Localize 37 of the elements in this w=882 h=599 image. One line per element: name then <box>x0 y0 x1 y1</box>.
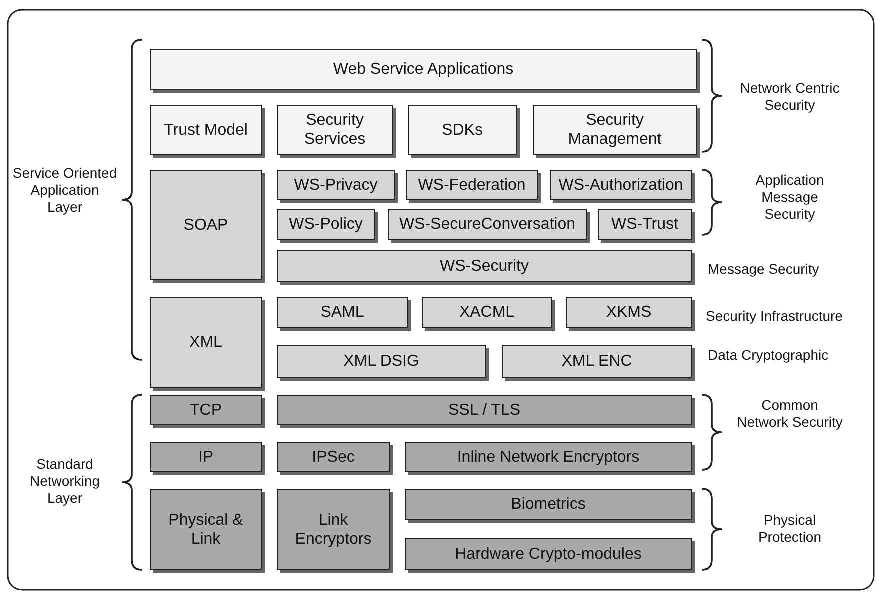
layer-label: Standard Networking Layer <box>28 456 102 507</box>
layer-box: TCP <box>150 395 262 425</box>
layer-box: Hardware Crypto-modules <box>405 538 692 570</box>
layer-box: WS-Privacy <box>277 170 395 200</box>
layer-box: XKMS <box>566 297 692 328</box>
layer-box: WS-Trust <box>598 209 692 240</box>
bracket-label: Security Infrastructure <box>706 308 844 325</box>
layer-box: IPSec <box>277 442 390 472</box>
layer-label: Service Oriented Application Layer <box>12 165 118 216</box>
layer-box: Web Service Applications <box>150 49 697 90</box>
bracket-label: Common Network Security <box>736 397 844 431</box>
layer-box: Security Services <box>277 105 393 155</box>
bracket-label: Message Security <box>708 261 820 278</box>
layer-box: WS-Policy <box>277 209 375 240</box>
layer-box: WS-Authorization <box>550 170 692 200</box>
layer-box: WS-SecureConversation <box>388 209 587 240</box>
layer-box: Inline Network Encryptors <box>405 442 692 472</box>
layer-box: Trust Model <box>150 105 262 155</box>
layer-box: WS-Federation <box>406 170 538 200</box>
bracket-label: Application Message Security <box>754 172 826 223</box>
layer-box: Link Encryptors <box>277 489 390 570</box>
bracket-label: Physical Protection <box>757 512 823 546</box>
layer-box: SDKs <box>408 105 517 155</box>
layer-box: Physical & Link <box>150 489 262 570</box>
layer-box: XML DSIG <box>277 345 486 378</box>
layer-box: IP <box>150 442 262 472</box>
bracket-label: Network Centric Security <box>739 80 841 114</box>
layer-box: SOAP <box>150 170 262 280</box>
bracket-label: Data Cryptographic <box>708 347 830 364</box>
layer-box: WS-Security <box>277 250 692 282</box>
layer-box: XACML <box>422 297 552 328</box>
layer-box: Biometrics <box>405 489 692 520</box>
layer-box: SAML <box>277 297 408 328</box>
layer-box: Security Management <box>533 105 697 155</box>
layer-box: SSL / TLS <box>277 395 692 425</box>
layer-box: XML ENC <box>502 345 692 378</box>
layer-box: XML <box>150 297 262 388</box>
